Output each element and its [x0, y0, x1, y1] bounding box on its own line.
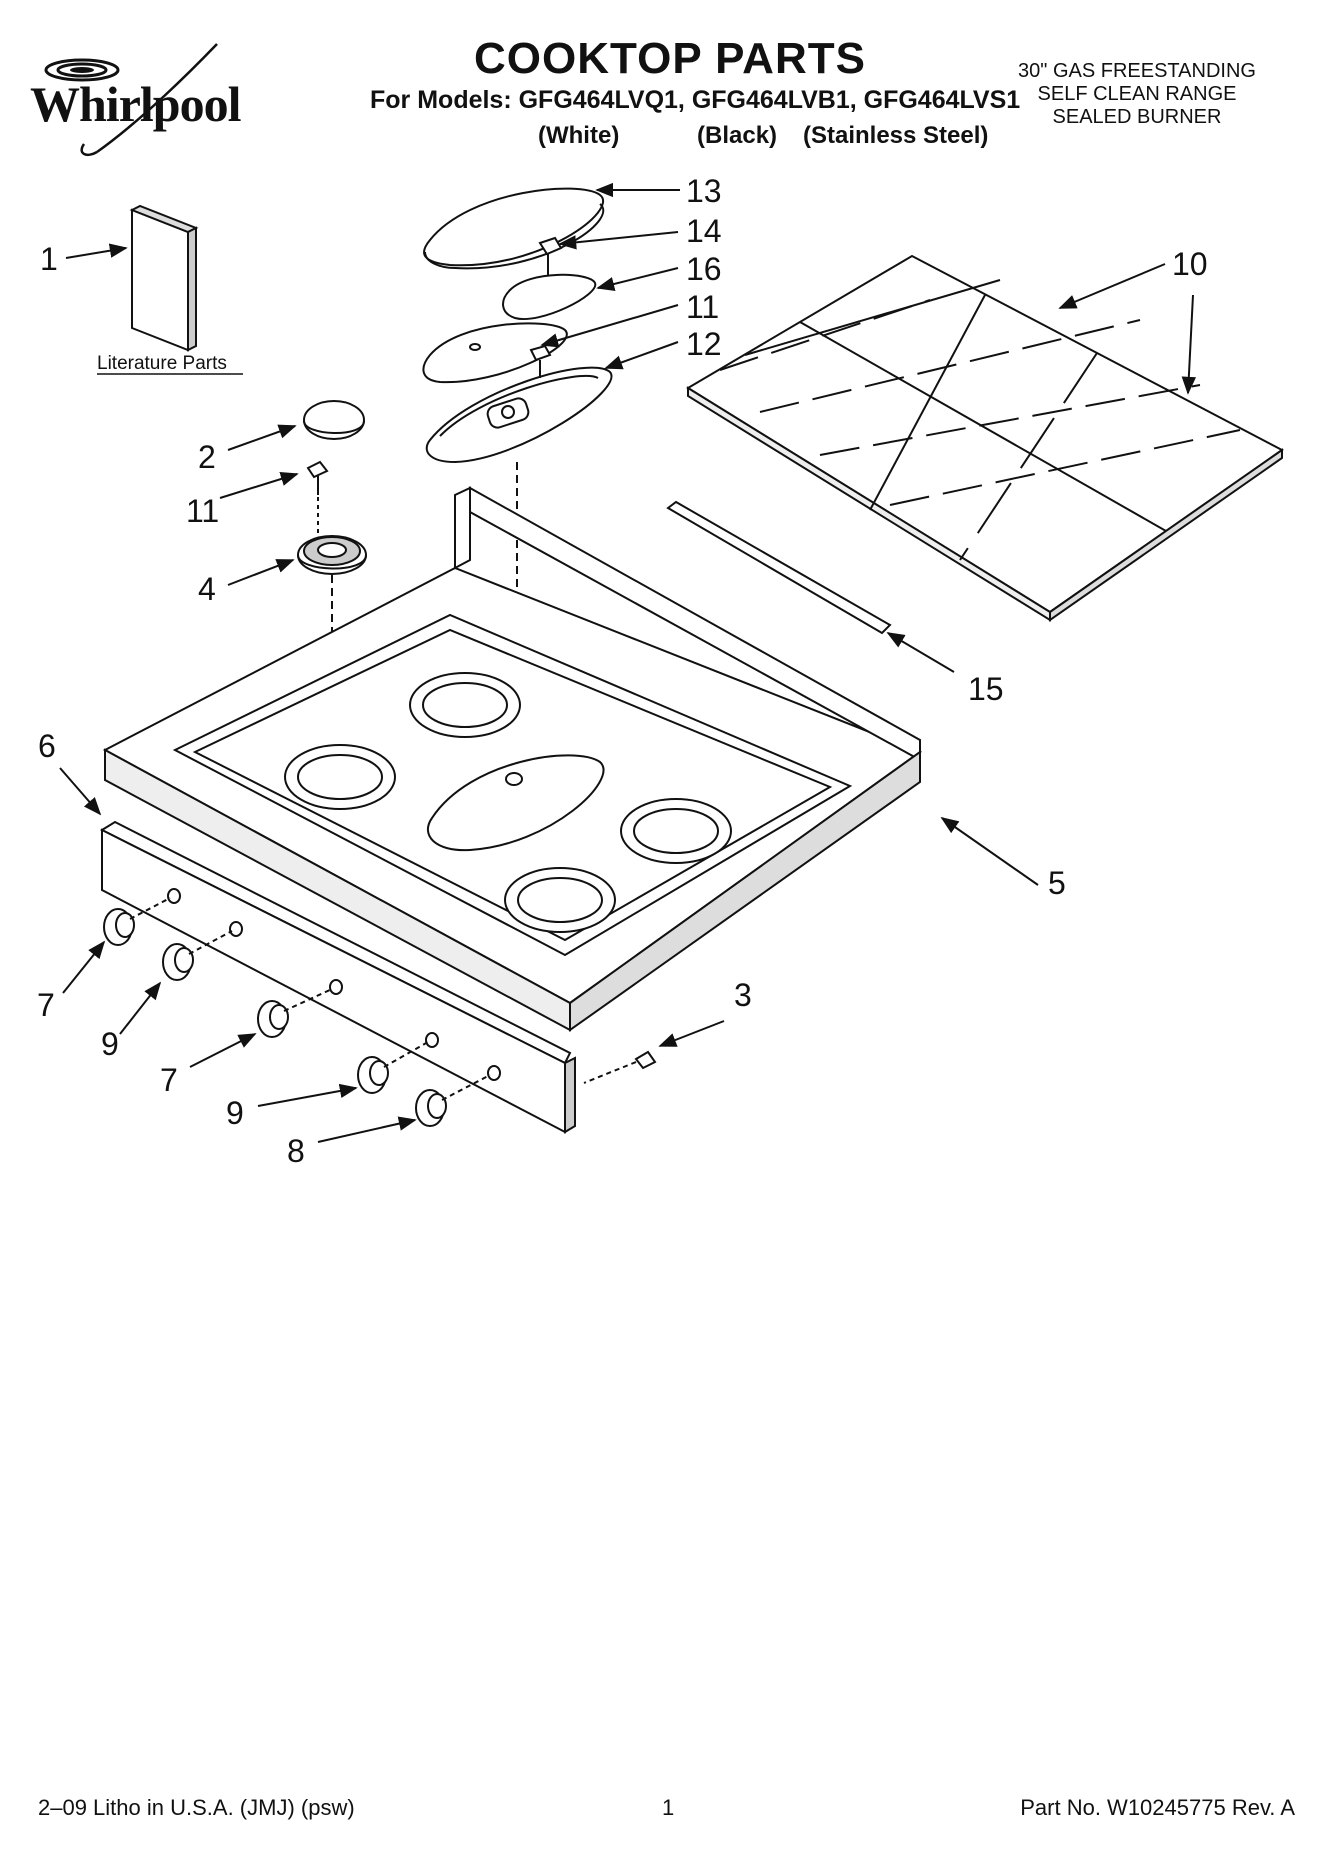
callout-5: 5 [1048, 865, 1066, 901]
callout-11: 11 [186, 493, 219, 529]
page-title: COOKTOP PARTS [474, 34, 866, 83]
control-panel [99, 820, 576, 1134]
callout-15: 15 [968, 671, 1004, 707]
grate-strip [666, 500, 892, 635]
callout-8: 8 [287, 1133, 305, 1169]
callout-12: 12 [686, 326, 722, 362]
control-knob [162, 943, 194, 981]
screw [306, 460, 329, 538]
screw [583, 1050, 657, 1084]
control-knob [415, 1089, 447, 1127]
callout-7: 7 [37, 987, 55, 1023]
callout-2: 2 [198, 439, 216, 475]
finish-stainless: (Stainless Steel) [803, 122, 989, 149]
cooktop-grate [686, 254, 1284, 622]
round-burner-base [297, 535, 367, 575]
part-number: Part No. W10245775 Rev. A [1020, 1795, 1295, 1820]
callout-11: 11 [686, 289, 719, 325]
burner-gasket [422, 322, 568, 384]
spec-line: SELF CLEAN RANGE [1037, 83, 1237, 105]
models-line: For Models: GFG464LVQ1, GFG464LVB1, GFG4… [370, 86, 1021, 114]
small-burner-cap [303, 400, 365, 440]
whirlpool-swoosh-icon [44, 43, 218, 156]
page-number: 1 [662, 1795, 675, 1820]
callout-3: 3 [734, 977, 752, 1013]
finish-white: (White) [538, 122, 620, 149]
spec-line: 30" GAS FREESTANDING [1018, 60, 1256, 82]
brand-logo: Whirlpool [30, 76, 241, 132]
callout-16: 16 [686, 251, 722, 287]
callout-10: 10 [1172, 246, 1208, 282]
burner-cap-oval [423, 187, 605, 270]
callout-7: 7 [160, 1062, 178, 1098]
cooktop-main-top [102, 486, 923, 1032]
callout-9: 9 [101, 1026, 119, 1062]
callout-9: 9 [226, 1095, 244, 1131]
callout-4: 4 [198, 571, 216, 607]
spec-line: SEALED BURNER [1052, 106, 1222, 128]
callout-1: 1 [40, 241, 58, 277]
literature-parts-label: Literature Parts [97, 353, 227, 374]
callout-13: 13 [686, 173, 722, 209]
callout-6: 6 [38, 728, 56, 764]
control-knob [103, 908, 135, 946]
control-knob [357, 1056, 389, 1094]
burner-plate [502, 273, 597, 321]
spec-block: 30" GAS FREESTANDING SELF CLEAN RANGE SE… [987, 60, 1287, 129]
footer-print-info: 2–09 Litho in U.S.A. (JMJ) (psw) [38, 1795, 355, 1820]
control-knob [257, 1000, 289, 1038]
oval-burner-base [425, 344, 613, 464]
literature-booklet [129, 204, 199, 352]
callout-14: 14 [686, 213, 722, 249]
finish-black: (Black) [697, 122, 778, 149]
